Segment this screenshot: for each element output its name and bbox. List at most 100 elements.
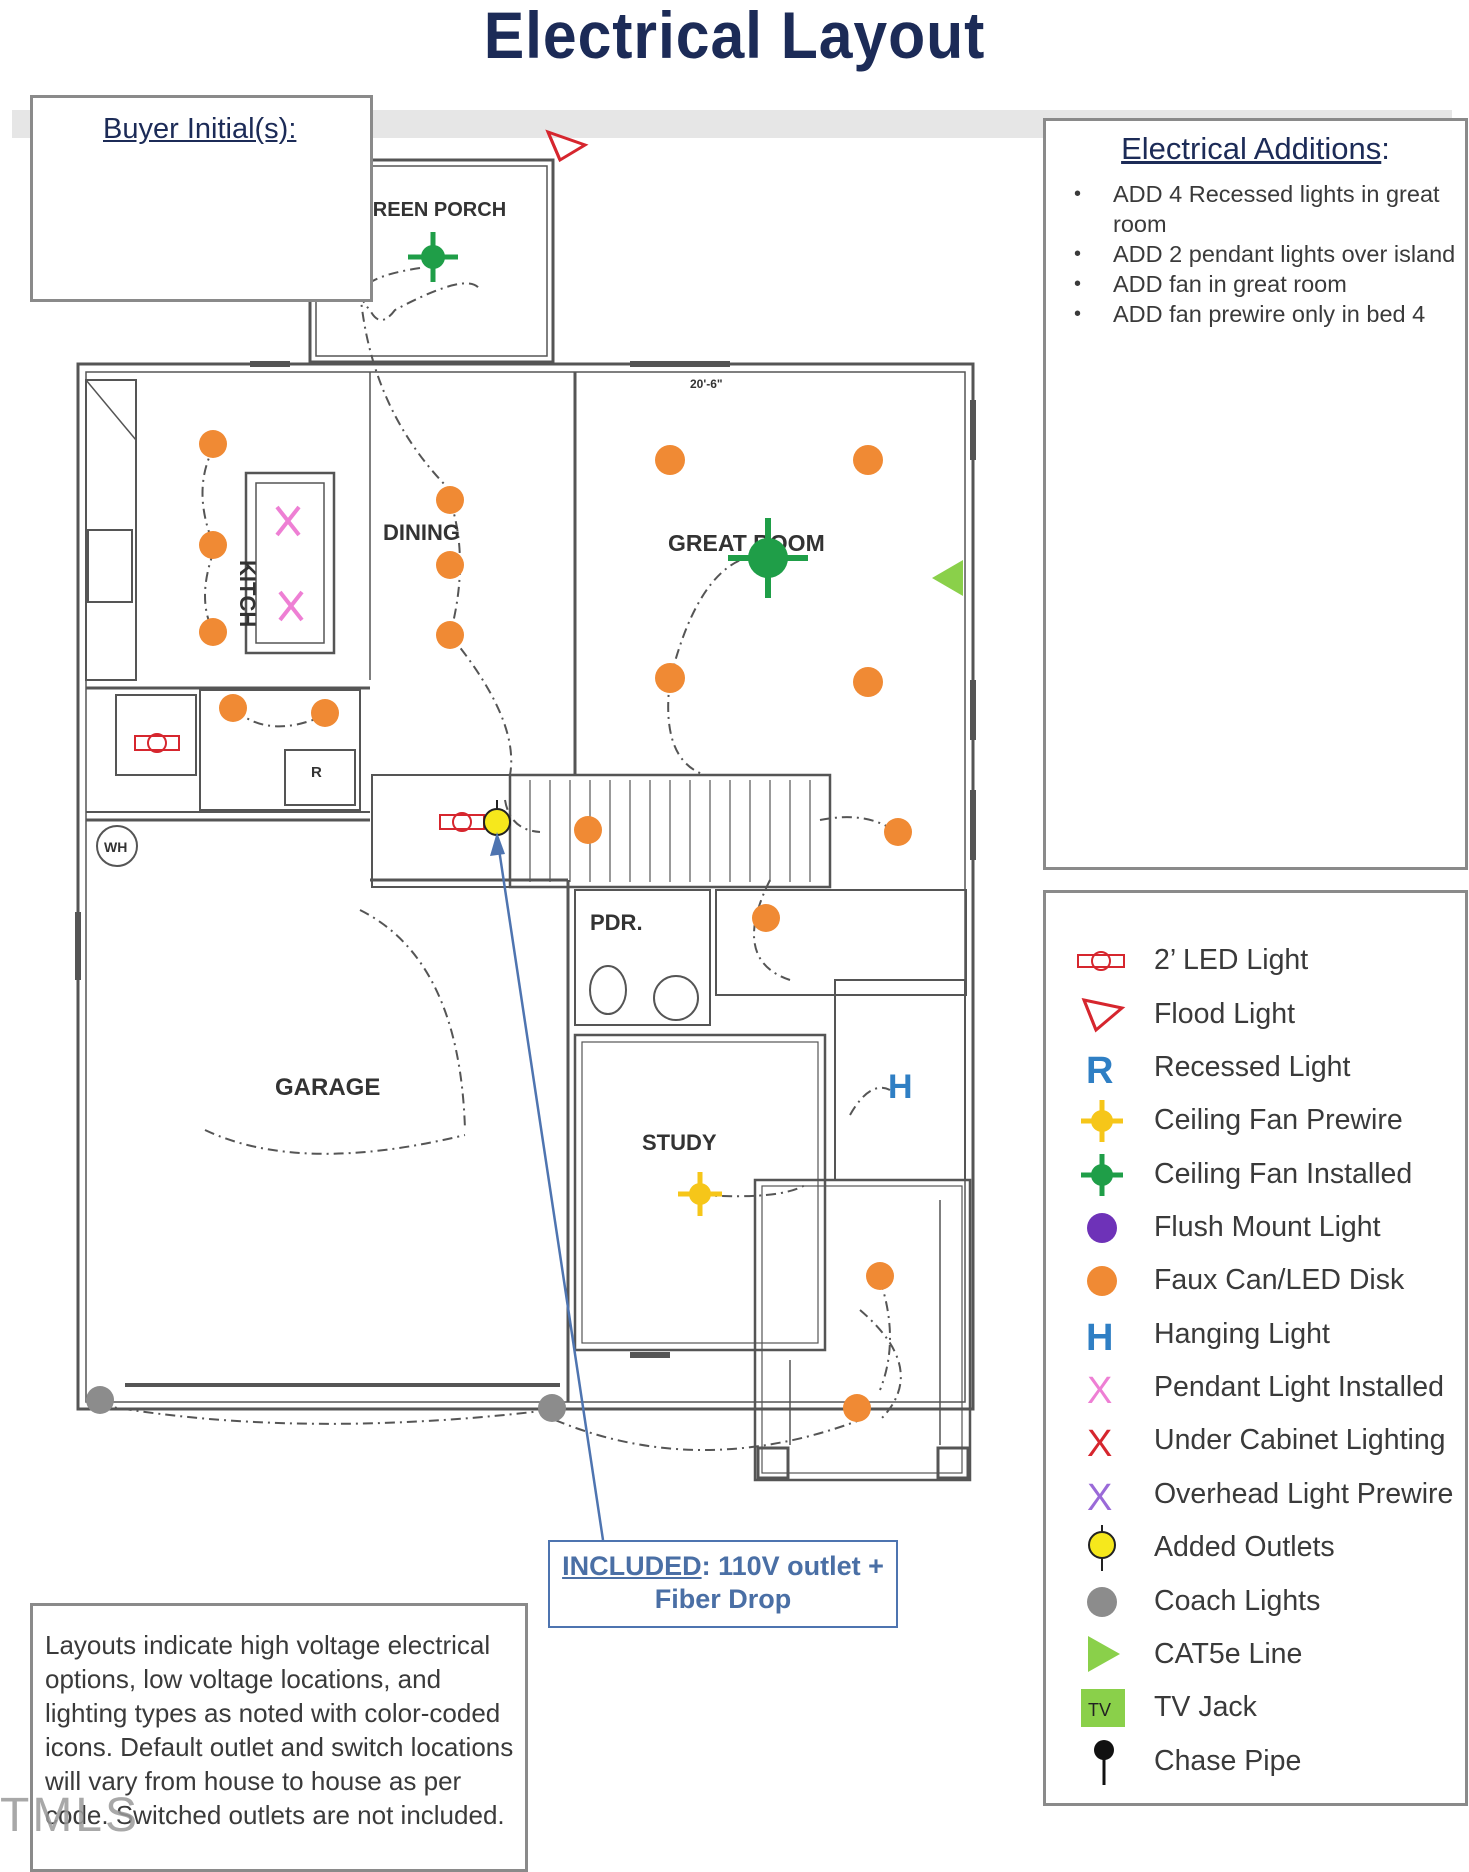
flood-light-icon [545,129,589,163]
under-cabinet-icon: X [1087,1423,1112,1465]
faux-can-icon [655,663,685,693]
faux-can-icon [199,430,227,458]
led-2ft-icon [439,812,485,832]
faux-can-icon [436,621,464,649]
notes-box: Layouts indicate high voltage electrical… [30,1603,528,1872]
included-callout: INCLUDED: 110V outlet + Fiber Drop [548,1540,898,1628]
additions-item: ADD 2 pendant lights over island [1068,239,1458,269]
label-fridge: R [311,764,322,781]
room-label-screen-porch: SCREEN PORCH [345,199,506,221]
legend-label: Flush Mount Light [1154,1211,1381,1243]
coach-light-icon [1087,1587,1117,1617]
faux-can-lights [199,430,912,1422]
legend-panel: 2’ LED Light Flood Light R Recessed Ligh… [1043,890,1468,1806]
legend-label: Added Outlets [1154,1531,1335,1563]
room-label-great-room: GREAT ROOM [668,530,825,556]
faux-can-icon [853,667,883,697]
legend-label: Chase Pipe [1154,1745,1302,1777]
fan-prewire-icon [1081,1100,1123,1142]
legend-item: X Overhead Light Prewire [1046,1470,1466,1520]
faux-can-icon [311,699,339,727]
legend-label: 2’ LED Light [1154,944,1309,976]
callout-included: INCLUDED [562,1551,702,1581]
legend-label: Flood Light [1154,998,1296,1030]
led-2ft-icon [134,733,180,753]
legend-item: X Under Cabinet Lighting [1046,1416,1466,1466]
room-label-pdr: PDR. [590,910,643,935]
legend-item: Flush Mount Light [1046,1203,1466,1253]
recessed-light-icon: R [1086,1050,1113,1092]
faux-can-icon [436,486,464,514]
legend-label: Ceiling Fan Installed [1154,1158,1413,1190]
svg-text:X: X [1087,1477,1112,1519]
outer-wall [76,362,975,1411]
legend-item: Flood Light [1046,990,1466,1040]
hanging-light-icon: H [1086,1317,1113,1359]
svg-text:H: H [1086,1317,1113,1359]
notes-text: Layouts indicate high voltage electrical… [45,1630,514,1830]
led-2ft-lights [134,733,485,832]
faux-can-icon [436,551,464,579]
legend-item: Chase Pipe [1046,1737,1466,1787]
room-label-study: STUDY [642,1130,717,1155]
legend-label: Hanging Light [1154,1318,1330,1350]
fan-prewire-icon [678,1172,722,1216]
additions-heading: Electrical Additions: [1121,131,1390,166]
legend-item: Coach Lights [1046,1577,1466,1627]
fan-installed-icon [728,518,808,598]
callout-arrow [495,835,605,1541]
legend-item: X Pendant Light Installed [1046,1363,1466,1413]
additions-list: ADD 4 Recessed lights in great room ADD … [1068,179,1458,329]
flood-light-icon [1081,997,1126,1033]
faux-can-icon [853,445,883,475]
legend-item: R Recessed Light [1046,1043,1466,1093]
flush-mount-icon [1087,1213,1117,1243]
legend-item: Added Outlets [1046,1523,1466,1573]
room-label-dining: DINING [383,520,460,545]
coach-light-icon [86,1386,114,1414]
coach-light-icon [538,1394,566,1422]
dimension-top: 20'-6" [690,377,723,391]
faux-can-icon [655,445,685,475]
additions-item: ADD 4 Recessed lights in great room [1068,179,1458,239]
legend-label: Faux Can/LED Disk [1154,1264,1405,1296]
faux-can-icon [199,531,227,559]
svg-text:X: X [1087,1370,1112,1412]
faux-can-icon [219,694,247,722]
hanging-light-icon: H [888,1068,913,1106]
pendant-installed-icon: X [1087,1370,1112,1412]
cat5e-icon [932,560,963,596]
faux-can-icon [1087,1266,1117,1296]
tv-jack-icon: TV [1081,1689,1125,1727]
callout-line2: Fiber Drop [654,1584,792,1614]
legend-label: Coach Lights [1154,1585,1321,1617]
legend-label: Recessed Light [1154,1051,1351,1083]
legend-label: TV Jack [1154,1691,1257,1723]
legend-item: H Hanging Light [1046,1310,1466,1360]
legend-label: Pendant Light Installed [1154,1371,1444,1403]
legend-item: Ceiling Fan Prewire [1046,1096,1466,1146]
faux-can-icon [884,818,912,846]
legend-label: Under Cabinet Lighting [1154,1424,1446,1456]
cat5e-icon [1088,1636,1120,1672]
svg-text:TV: TV [1088,1700,1111,1720]
pendant-lights [275,505,304,622]
legend-item: Ceiling Fan Installed [1046,1150,1466,1200]
legend-label: Overhead Light Prewire [1154,1478,1454,1510]
label-water-heater: WH [104,839,127,855]
room-label-garage: GARAGE [275,1074,380,1101]
room-label-kitchen: KITCH [235,560,260,627]
legend-item: Faux Can/LED Disk [1046,1256,1466,1306]
chase-pipe-icon [1094,1740,1114,1785]
buyer-initials-box[interactable]: Buyer Initial(s): [30,95,373,302]
page-title: Electrical Layout [483,0,986,72]
svg-text:R: R [1086,1050,1113,1092]
faux-can-icon [199,618,227,646]
additions-item: ADD fan prewire only in bed 4 [1068,299,1458,329]
added-outlet-icon [1088,1525,1116,1571]
callout-text: : 110V outlet + [701,1551,884,1581]
legend-item: 2’ LED Light [1046,936,1466,986]
legend-label: CAT5e Line [1154,1638,1303,1670]
legend-label: Ceiling Fan Prewire [1154,1104,1403,1136]
